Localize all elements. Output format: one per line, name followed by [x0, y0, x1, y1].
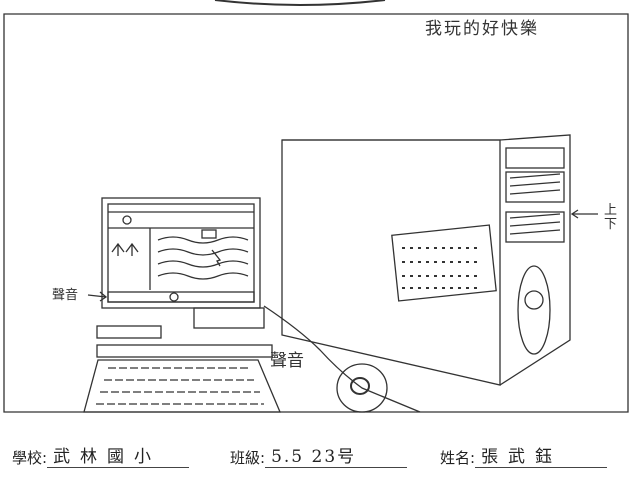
school-label: 學校: [12, 449, 48, 467]
school-field: 學校: 武林國小 [12, 442, 190, 468]
speaker-label-middle: 聲音 [270, 351, 304, 371]
keyboard [83, 359, 281, 413]
name-label: 姓名: [440, 449, 476, 467]
drive-label: 上下 [604, 203, 618, 232]
page-frame [3, 13, 629, 413]
monitor [96, 197, 273, 358]
footer: 學校: 武林國小 班級: 5.5 23号 姓名: 張武鈺 [0, 440, 637, 470]
mouse [263, 305, 421, 413]
top-arc [214, 0, 386, 6]
computer-tower [281, 134, 571, 386]
arrow-drive [570, 209, 598, 219]
class-value: 5.5 23号 [265, 442, 408, 468]
name-field: 姓名: 張武鈺 [440, 442, 608, 468]
drawing-title: 我玩的好快樂 [425, 19, 539, 39]
class-label: 班級: [230, 449, 266, 467]
school-value: 武林國小 [47, 442, 190, 468]
name-value: 張武鈺 [475, 442, 608, 468]
arrow-speaker-left [87, 291, 108, 302]
speaker-label-left: 聲音 [52, 288, 79, 303]
class-field: 班級: 5.5 23号 [230, 442, 408, 468]
